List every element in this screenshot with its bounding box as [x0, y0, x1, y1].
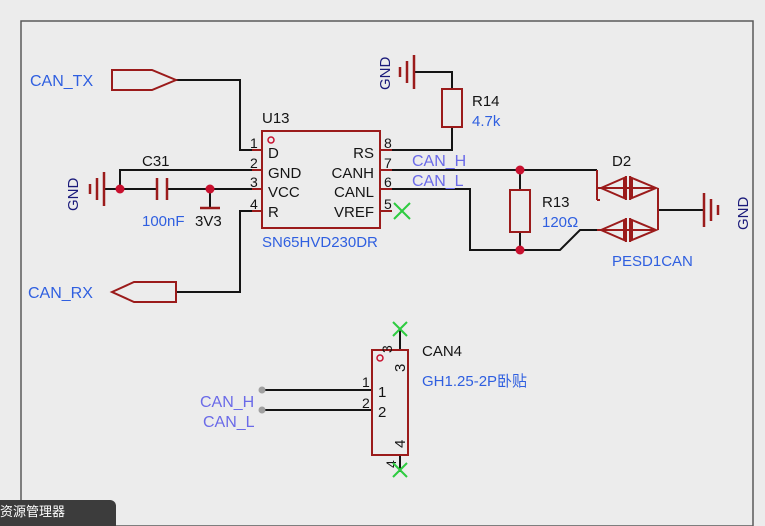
capacitor-c31[interactable] [155, 178, 169, 200]
can4-pin3-num: 3 [379, 345, 395, 353]
wire-end-can-h [258, 386, 266, 394]
gnd-symbol-top[interactable] [398, 55, 416, 89]
can4-part: GH1.25-2P卧贴 [422, 373, 527, 390]
u13-pin6-name: CANL [334, 184, 374, 201]
can4-pin4-num: 4 [383, 460, 399, 468]
wires [104, 71, 704, 472]
port-can-tx-label: CAN_TX [30, 73, 93, 90]
ic-u13[interactable] [252, 130, 392, 229]
u13-pin7-name: CANH [331, 165, 374, 182]
c31-value: 100nF [142, 213, 185, 230]
gnd-label-left: GND [65, 178, 82, 212]
net-label-can-l-connector: CAN_L [203, 414, 255, 431]
u13-part: SN65HVD230DR [262, 234, 378, 251]
gnd-label-top: GND [377, 57, 394, 91]
u13-pin5-name: VREF [334, 204, 374, 221]
junctions [115, 165, 525, 255]
noconnect-vref [393, 202, 411, 220]
u13-pin7-num: 7 [384, 155, 392, 171]
gnd-symbol-right[interactable] [702, 193, 720, 227]
can4-pin4-name: 4 [392, 440, 409, 448]
u13-pin1-name: D [268, 145, 279, 162]
noconnect-can4-pin4 [392, 462, 408, 478]
tvs-diode-d2[interactable] [596, 170, 659, 242]
u13-pin1-num: 1 [250, 135, 258, 151]
u13-pin6-num: 6 [384, 174, 392, 190]
port-can-rx-label: CAN_RX [28, 285, 93, 302]
u13-pin8-num: 8 [384, 135, 392, 151]
u13-ref: U13 [262, 110, 290, 127]
noconnect-can4-pin3 [392, 321, 408, 337]
port-can-tx[interactable]: CAN_TX [30, 69, 179, 91]
can4-pin2-name: 2 [378, 404, 386, 421]
u13-pin8-name: RS [353, 145, 374, 162]
gnd-label-right: GND [735, 197, 752, 231]
net-label-can-h-connector: CAN_H [200, 394, 254, 411]
d2-ref: D2 [612, 153, 631, 170]
power-3v3-label: 3V3 [195, 213, 222, 230]
wire-end-can-l [258, 406, 266, 414]
resistor-r14[interactable] [441, 88, 463, 128]
r13-value: 120Ω [542, 214, 578, 231]
gnd-symbol-left[interactable] [88, 172, 106, 206]
can4-pin1-name: 1 [378, 384, 386, 401]
connector-can4[interactable] [371, 349, 409, 456]
sheet-frame [20, 20, 754, 526]
u13-pin2-name: GND [268, 165, 302, 182]
r14-ref: R14 [472, 93, 500, 110]
resistor-r13[interactable] [509, 189, 531, 233]
u13-pin5-num: 5 [384, 196, 392, 212]
port-can-rx[interactable]: CAN_RX [28, 281, 177, 303]
c31-ref: C31 [142, 153, 170, 170]
net-label-can-h: CAN_H [412, 153, 466, 170]
d2-part: PESD1CAN [612, 253, 693, 270]
r13-ref: R13 [542, 194, 570, 211]
can4-pin3-name: 3 [392, 364, 409, 372]
u13-pin4-num: 4 [250, 196, 258, 212]
can4-ref: CAN4 [422, 343, 462, 360]
explorer-panel-tab[interactable]: 资源管理器 [0, 500, 116, 526]
net-label-can-l: CAN_L [412, 173, 464, 190]
u13-pin2-num: 2 [250, 155, 258, 171]
u13-pin3-num: 3 [250, 174, 258, 190]
can4-pin2-num: 2 [362, 395, 370, 411]
u13-pin4-name: R [268, 204, 279, 221]
r14-value: 4.7k [472, 113, 501, 130]
u13-pin3-name: VCC [268, 184, 300, 201]
can4-pin1-num: 1 [362, 374, 370, 390]
